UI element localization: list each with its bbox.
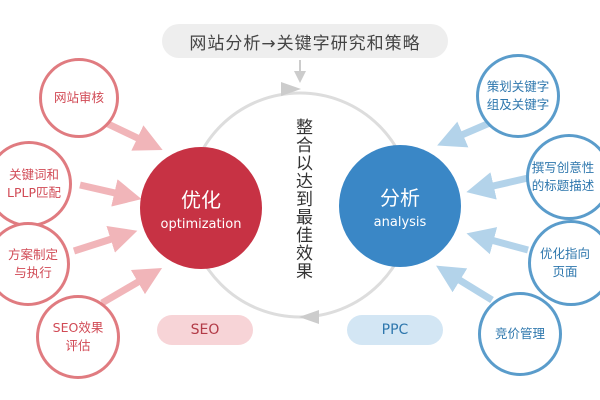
optimization-en: optimization xyxy=(160,217,242,232)
left-arrow-2 xyxy=(79,179,142,207)
right-arrow-1 xyxy=(437,118,494,148)
right-item-label: 策划关键字 组及关键字 xyxy=(486,79,550,112)
optimization-circle: 优化 optimization xyxy=(140,147,262,269)
left-item-label: 方案制定 与执行 xyxy=(7,247,58,280)
left-item-keyword-match: 关键词和 LPLP匹配 xyxy=(0,141,72,227)
left-item-audit: 网站审核 xyxy=(39,58,119,138)
left-item-label: 关键词和 LPLP匹配 xyxy=(6,167,61,200)
center-vertical-text: 整合以达到最佳效果 xyxy=(292,118,312,280)
left-item-plan-execute: 方案制定 与执行 xyxy=(0,222,70,306)
right-item-bid-management: 竞价管理 xyxy=(478,292,562,376)
left-item-label: 网站审核 xyxy=(53,90,104,105)
left-arrow-1 xyxy=(104,119,163,151)
seo-tag-label: SEO xyxy=(190,322,220,338)
right-item-landing-page: 优化指向 页面 xyxy=(528,220,600,306)
right-arrow-4 xyxy=(436,265,494,303)
right-arrow-2 xyxy=(466,172,529,200)
analysis-en: analysis xyxy=(373,215,427,230)
right-item-label: 撰写创意性 的标题描述 xyxy=(531,160,595,193)
cycle-arrow-top-icon xyxy=(281,82,301,96)
right-item-keyword-plan: 策划关键字 组及关键字 xyxy=(476,54,560,138)
ppc-tag-label: PPC xyxy=(381,322,409,338)
right-item-label: 优化指向 页面 xyxy=(539,246,590,279)
left-item-label: SEO效果 评估 xyxy=(52,320,104,353)
title-text: 网站分析→关键字研究和策略 xyxy=(189,33,421,54)
analysis-circle: 分析 analysis xyxy=(339,145,461,267)
cycle-arrow-bottom-icon xyxy=(299,310,319,324)
analysis-zh: 分析 xyxy=(380,186,420,210)
ppc-tag: PPC xyxy=(347,315,443,345)
optimization-zh: 优化 xyxy=(181,188,221,212)
right-item-label: 竞价管理 xyxy=(494,326,545,341)
right-arrow-3 xyxy=(466,227,529,255)
left-item-seo-evaluation: SEO效果 评估 xyxy=(36,295,120,379)
right-item-creative-title: 撰写创意性 的标题描述 xyxy=(526,134,600,220)
seo-tag: SEO xyxy=(157,315,253,345)
title-banner: 网站分析→关键字研究和策略 xyxy=(162,24,448,58)
left-arrow-3 xyxy=(72,225,138,255)
left-arrow-4 xyxy=(100,267,163,307)
